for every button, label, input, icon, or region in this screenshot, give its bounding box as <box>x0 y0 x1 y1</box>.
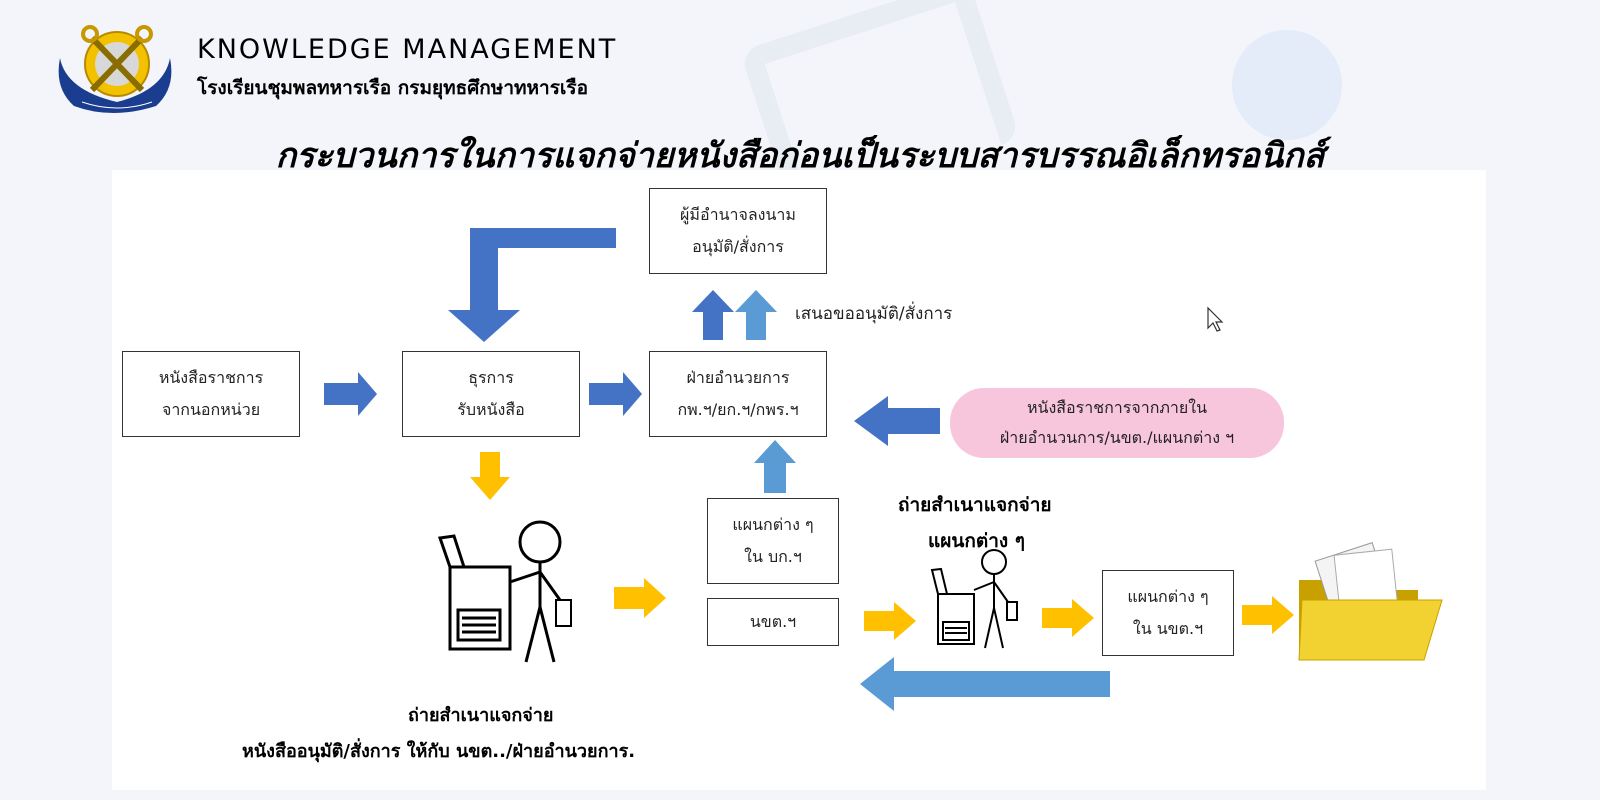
copy-bottom-label-2: หนังสืออนุมัติ/สั่งการ ให้กับ นขต../ฝ่าย… <box>242 741 636 762</box>
arrow-return-left <box>860 657 1110 711</box>
brand-name-th: โรงเรียนชุมพลทหารเรือ กรมยุทธศึกษาทหารเร… <box>197 77 589 99</box>
admin-dept-box: ฝ่ายอำนวยการ กพ.ฯ/ยก.ฯ/กพร.ฯ <box>649 351 827 437</box>
internal-doc-line2: ฝ่ายอำนวนการ/นขต./แผนกต่าง ฯ <box>999 428 1235 447</box>
sections-unit-line2: ใน นขต.ฯ <box>1132 619 1204 638</box>
unit-box: นขต.ฯ <box>707 598 839 646</box>
diagram-arrows <box>324 228 1443 711</box>
signer-line2: อนุมัติ/สั่งการ <box>692 237 784 256</box>
copy-sections-label-1: ถ่ายสำเนาแจกจ่าย <box>898 494 1052 516</box>
external-doc-box: หนังสือราชการ จากนอกหน่วย <box>122 351 300 437</box>
cursor-icon <box>1207 306 1224 332</box>
return-arrow <box>448 228 616 342</box>
sections-unit-box: แผนกต่าง ๆ ใน นขต.ฯ <box>1102 570 1234 656</box>
sections-hq-line1: แผนกต่าง ๆ <box>732 515 814 534</box>
signer-line1: ผู้มีอำนาจลงนาม <box>680 205 796 224</box>
arrow-unit-to-copier <box>864 602 916 640</box>
brand-name-en: KNOWLEDGE MANAGEMENT <box>197 34 618 65</box>
admin-dept-line1: ฝ่ายอำนวยการ <box>686 368 790 387</box>
clerk-line2: รับหนังสือ <box>457 400 525 419</box>
header: KNOWLEDGE MANAGEMENT โรงเรียนชุมพลทหารเร… <box>52 18 692 118</box>
arrow-up-light <box>735 290 777 340</box>
sections-hq-line2: ใน บก.ฯ <box>744 547 802 566</box>
arrow-sections-unit-to-folder <box>1242 596 1294 634</box>
arrow-internal-to-admin <box>854 396 940 446</box>
person-copier-small-icon <box>930 549 1018 649</box>
external-doc-line1: หนังสือราชการ <box>158 368 264 387</box>
sections-hq-box: แผนกต่าง ๆ ใน บก.ฯ <box>707 498 839 584</box>
background-circle <box>1232 30 1342 140</box>
arrow-sections-to-admin <box>754 440 796 493</box>
folder-icon <box>1298 542 1443 661</box>
navy-logo-icon <box>58 25 172 113</box>
propose-label: เสนอขออนุมัติ/สั่งการ <box>795 304 953 324</box>
copy-sections-label-2: แผนกต่าง ๆ <box>928 530 1025 552</box>
arrow-clerk-to-copier <box>470 452 510 500</box>
person-copier-icon <box>437 520 572 663</box>
copy-bottom-label-1: ถ่ายสำเนาแจกจ่าย <box>408 705 554 726</box>
arrow-up-dark <box>692 290 734 340</box>
sections-unit-line1: แผนกต่าง ๆ <box>1127 587 1209 606</box>
clerk-line1: ธุรการ <box>468 368 514 387</box>
page-title: กระบวนการในการแจกจ่ายหนังสือก่อนเป็นระบบ… <box>275 136 1325 176</box>
internal-doc-line1: หนังสือราชการจากภายใน <box>1026 398 1208 417</box>
signer-box: ผู้มีอำนาจลงนาม อนุมัติ/สั่งการ <box>649 188 827 274</box>
arrow-clerk-to-admin <box>589 372 642 416</box>
internal-doc-pill: หนังสือราชการจากภายใน ฝ่ายอำนวนการ/นขต./… <box>950 388 1284 458</box>
arrow-copier-to-sections-unit <box>1042 599 1094 637</box>
diagram-canvas: ผู้มีอำนาจลงนาม อนุมัติ/สั่งการ เสนอขออน… <box>112 170 1486 790</box>
arrow-copier-to-sections <box>614 578 666 618</box>
admin-dept-line2: กพ.ฯ/ยก.ฯ/กพร.ฯ <box>677 400 799 419</box>
arrow-external-to-clerk <box>324 372 377 416</box>
unit-line1: นขต.ฯ <box>749 612 797 631</box>
clerk-box: ธุรการ รับหนังสือ <box>402 351 580 437</box>
external-doc-line2: จากนอกหน่วย <box>161 400 261 419</box>
